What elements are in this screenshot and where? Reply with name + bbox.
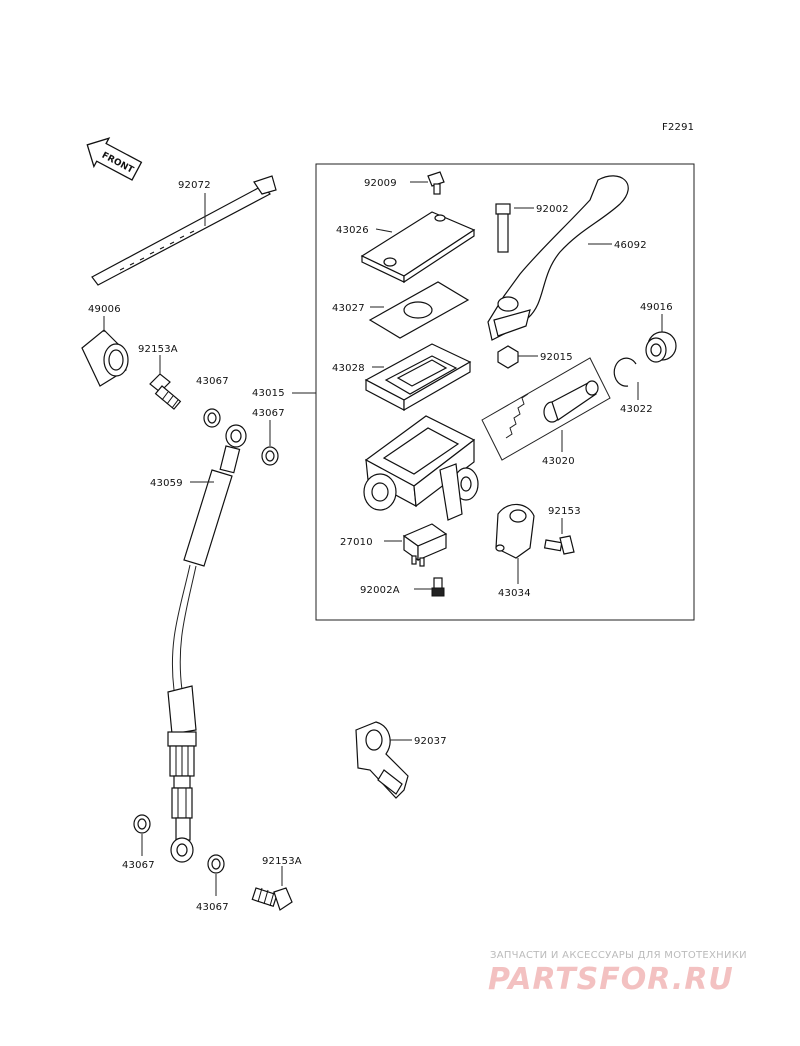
label-43067-d: 43067 <box>196 902 229 913</box>
part-cable-tie <box>91 175 277 286</box>
label-43022: 43022 <box>620 404 653 415</box>
piston-kit-outline <box>481 357 611 461</box>
figure-code: F2291 <box>662 122 694 133</box>
label-49006: 49006 <box>88 304 121 315</box>
label-92153A-top: 92153A <box>138 344 178 355</box>
label-27010: 27010 <box>340 537 373 548</box>
label-43026: 43026 <box>336 225 369 236</box>
part-washer-d <box>207 854 225 874</box>
part-banjo-bolt-top <box>149 373 182 410</box>
label-43067-c: 43067 <box>122 860 155 871</box>
label-43059: 43059 <box>150 478 183 489</box>
front-arrow-icon: FRONT <box>86 137 143 181</box>
part-circlip <box>613 357 637 387</box>
label-43067-a: 43067 <box>196 376 229 387</box>
label-92037: 92037 <box>414 736 447 747</box>
part-washer-b <box>261 446 279 466</box>
label-43034: 43034 <box>498 588 531 599</box>
part-bolt-92153 <box>543 535 575 555</box>
label-43028: 43028 <box>332 363 365 374</box>
label-92009: 92009 <box>364 178 397 189</box>
part-master-cylinder-body <box>363 415 479 521</box>
part-boot-49016 <box>645 331 677 363</box>
label-49016: 49016 <box>640 302 673 313</box>
part-bracket-92037 <box>355 721 409 799</box>
part-screw-92009 <box>427 171 445 195</box>
label-92072: 92072 <box>178 180 211 191</box>
part-washer-c <box>133 814 151 834</box>
label-43027: 43027 <box>332 303 365 314</box>
watermark-logo: PARTSFOR.RU <box>488 962 734 997</box>
label-43020: 43020 <box>542 456 575 467</box>
part-banjo-bolt-bottom <box>251 887 293 911</box>
label-92153A-bottom: 92153A <box>262 856 302 867</box>
part-brake-lever <box>487 175 629 341</box>
label-43067-b: 43067 <box>252 408 285 419</box>
label-92002A: 92002A <box>360 585 400 596</box>
part-screw-92002A <box>431 577 445 597</box>
label-46092: 46092 <box>614 240 647 251</box>
label-92015: 92015 <box>540 352 573 363</box>
part-washer-a <box>203 408 221 428</box>
part-nut-92015 <box>497 345 519 369</box>
label-92153: 92153 <box>548 506 581 517</box>
watermark-tagline: ЗАПЧАСТИ И АКСЕССУАРЫ ДЛЯ МОТОТЕХНИКИ <box>490 950 747 961</box>
part-clamp-43034 <box>495 503 535 559</box>
label-92002: 92002 <box>536 204 569 215</box>
assembly-frame <box>315 163 695 621</box>
label-43015: 43015 <box>252 388 285 399</box>
part-boot-49006 <box>81 329 129 387</box>
part-diaphragm-43028 <box>364 343 472 412</box>
part-brake-switch <box>402 523 448 567</box>
part-plate-43027 <box>368 281 470 339</box>
part-piston-kit <box>505 380 599 439</box>
part-reservoir-cap <box>360 211 476 284</box>
part-brake-hose <box>167 424 247 863</box>
part-pivot-bolt <box>495 203 511 253</box>
